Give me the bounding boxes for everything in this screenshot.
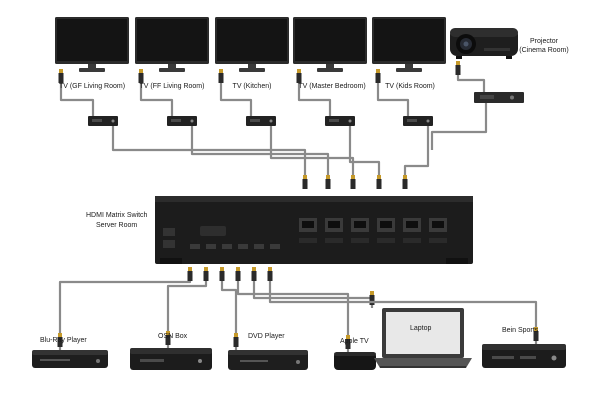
hdmi-connector-icon [233, 333, 239, 347]
hdmi-connector-icon [455, 61, 461, 75]
projector-label-name: Projector [529, 38, 559, 45]
tv-icon [215, 17, 289, 83]
apple-tv-icon [334, 352, 376, 370]
hdmi-receiver-icon [325, 116, 355, 126]
source-label-apple-tv: Apple TV [340, 338, 369, 345]
hdmi-connector-icon [218, 69, 224, 83]
tv-displays [55, 17, 446, 83]
input-cables [57, 267, 539, 352]
hdmi-connector-icon [235, 267, 241, 281]
hdmi-connector-icon [138, 69, 144, 83]
hdmi-receiver-icon [88, 116, 118, 126]
tv-label-gf-living-room: TV (GF Living Room) [58, 83, 126, 90]
projector-receiver-icon [474, 92, 524, 103]
bluray-player-icon [32, 350, 108, 368]
tv-icon [135, 17, 209, 83]
set-top-box-icon [130, 348, 212, 370]
tv-icon [55, 17, 129, 83]
hdbaset-receivers [88, 116, 433, 126]
hdmi-connector-icon [165, 331, 171, 345]
source-label-dvd: DVD Player [248, 333, 285, 340]
tv-icon [293, 17, 367, 83]
hdmi-connector-icon [376, 175, 382, 189]
tv-icon [372, 17, 446, 83]
hdmi-connector-icon [325, 175, 331, 189]
matrix-switch-unit [155, 196, 473, 264]
hdmi-connector-icon [58, 69, 64, 83]
hdmi-connector-icon [402, 175, 408, 189]
output-cables [59, 61, 488, 189]
hdmi-connector-icon [57, 333, 63, 347]
projector-icon [450, 28, 518, 59]
hdmi-connector-icon [375, 69, 381, 83]
projector-label-room: (Cinema Room) [519, 47, 569, 54]
laptop-icon [374, 308, 472, 368]
hdmi-connector-icon [251, 267, 257, 281]
hdmi-connector-icon [369, 291, 375, 305]
hdmi-receiver-icon [167, 116, 197, 126]
hdmi-connector-icon [203, 267, 209, 281]
source-label-bein-sports: Bein Sports [502, 327, 539, 334]
tv-label-kids-room: TV (Kids Room) [385, 83, 435, 90]
hdmi-connector-icon [345, 335, 351, 349]
hdmi-connector-icon [533, 327, 539, 341]
hdmi-connector-icon [296, 69, 302, 83]
matrix-switch-location: Server Room [96, 222, 138, 229]
hdmi-connector-icon [350, 175, 356, 189]
tv-label-master-bedroom: TV (Master Bedroom) [298, 83, 366, 90]
hdmi-connector-icon [267, 267, 273, 281]
tv-label-ff-living-room: TV (FF Living Room) [139, 83, 205, 90]
hdmi-connector-icon [219, 267, 225, 281]
source-label-bluray: Blu-Ray Player [40, 337, 87, 344]
matrix-switch-title: HDMI Matrix Switch [86, 212, 148, 219]
source-label-osn-box: OSN Box [158, 333, 188, 340]
hdmi-receiver-icon [246, 116, 276, 126]
source-label-laptop: Laptop [410, 325, 432, 332]
hdmi-connector-icon [187, 267, 193, 281]
receiver-icon [482, 344, 566, 368]
dvd-player-icon [228, 350, 308, 370]
tv-label-kitchen: TV (Kitchen) [232, 83, 272, 90]
hdmi-connector-icon [302, 175, 308, 189]
hdmi-receiver-icon [403, 116, 433, 126]
